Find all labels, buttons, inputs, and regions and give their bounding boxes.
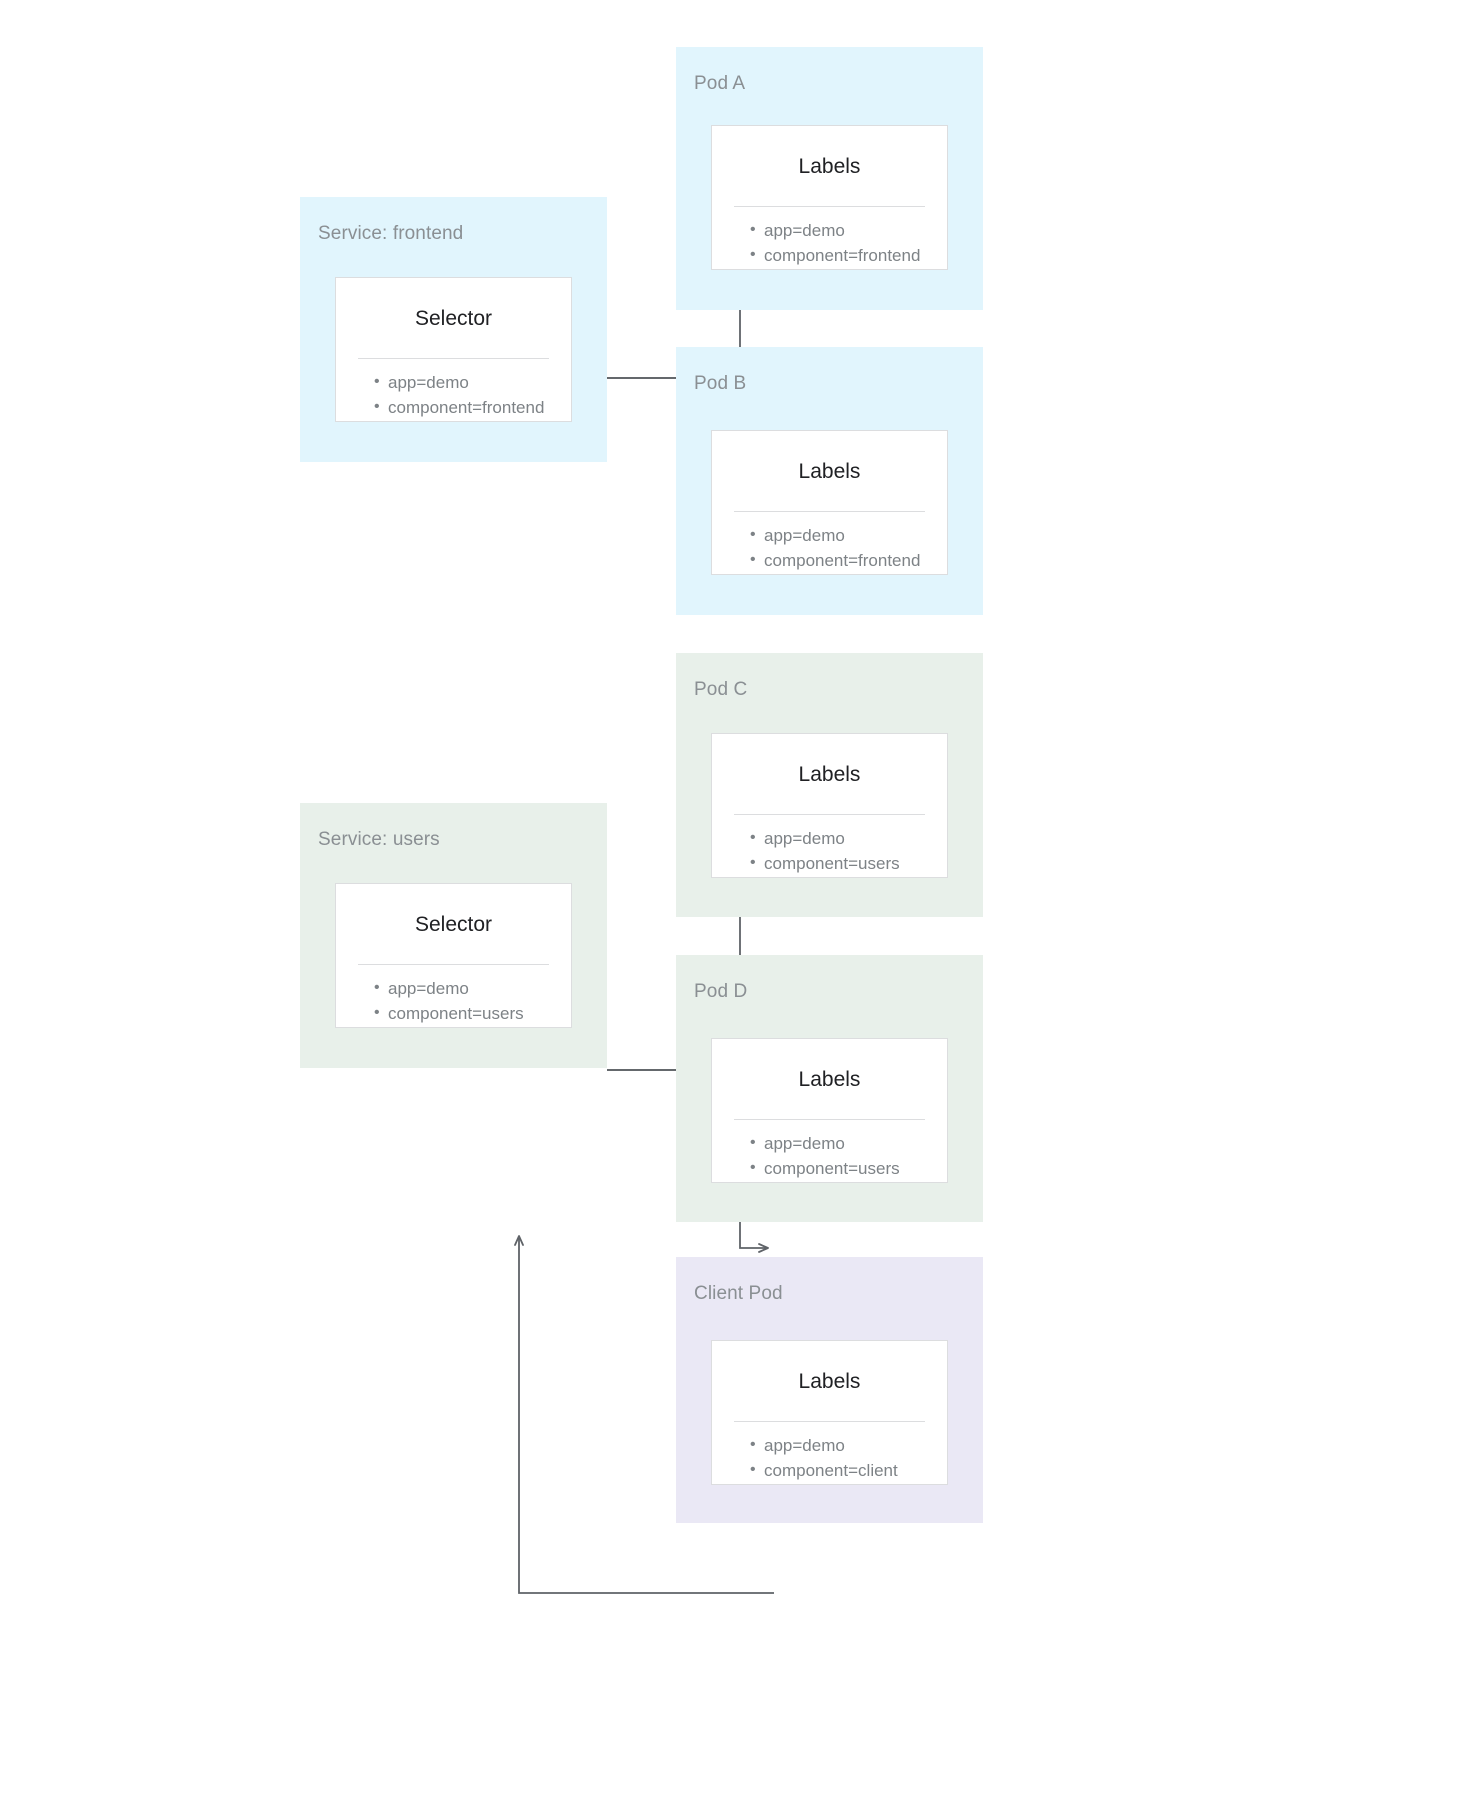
pod-label-list: app=demo component=frontend [712, 207, 947, 268]
list-item: app=demo [712, 825, 947, 851]
pod-c-labels-card[interactable]: Labels app=demo component=users [711, 733, 948, 878]
list-item: app=demo [712, 522, 947, 548]
list-item: app=demo [712, 1432, 947, 1458]
pod-b-labels-card[interactable]: Labels app=demo component=frontend [711, 430, 948, 575]
pod-label-list: app=demo component=frontend [712, 512, 947, 573]
pod-c-title: Pod C [694, 679, 748, 700]
list-item: app=demo [712, 217, 947, 243]
list-item: component=frontend [336, 394, 571, 420]
pod-a-title: Pod A [694, 73, 746, 94]
card-divider [734, 1119, 925, 1121]
list-item: app=demo [336, 975, 571, 1001]
card-divider [358, 358, 549, 360]
list-item: component=users [712, 850, 947, 876]
list-item: component=frontend [712, 547, 947, 573]
service-users-group[interactable]: Service: users Selector app=demo compone… [300, 803, 607, 1068]
pod-c-group[interactable]: Pod C Labels app=demo component=users [676, 653, 983, 917]
selector-label-list: app=demo component=users [336, 965, 571, 1026]
pod-d-group[interactable]: Pod D Labels app=demo component=users [676, 955, 983, 1222]
service-users-selector-card[interactable]: Selector app=demo component=users [335, 883, 572, 1028]
pod-a-labels-card[interactable]: Labels app=demo component=frontend [711, 125, 948, 270]
pod-a-group[interactable]: Pod A Labels app=demo component=frontend [676, 47, 983, 310]
service-frontend-group[interactable]: Service: frontend Selector app=demo comp… [300, 197, 607, 462]
labels-card-heading: Labels [798, 1068, 861, 1091]
list-item: app=demo [712, 1130, 947, 1156]
list-item: component=users [712, 1155, 947, 1181]
client-pod-labels-card[interactable]: Labels app=demo component=client [711, 1340, 948, 1485]
pod-label-list: app=demo component=client [712, 1422, 947, 1483]
selector-label-list: app=demo component=frontend [336, 359, 571, 420]
labels-card-heading: Labels [798, 155, 861, 178]
service-frontend-title: Service: frontend [318, 223, 464, 244]
list-item: component=users [336, 1000, 571, 1026]
selector-card-heading: Selector [414, 307, 493, 330]
pod-d-labels-card[interactable]: Labels app=demo component=users [711, 1038, 948, 1183]
pod-b-group[interactable]: Pod B Labels app=demo component=frontend [676, 347, 983, 615]
card-divider [734, 1421, 925, 1423]
labels-card-heading: Labels [798, 763, 861, 786]
card-divider [734, 206, 925, 208]
list-item: component=client [712, 1457, 947, 1483]
card-divider [734, 814, 925, 816]
card-divider [734, 511, 925, 513]
pod-b-title: Pod B [694, 373, 747, 394]
client-pod-title: Client Pod [694, 1283, 783, 1304]
pod-d-title: Pod D [694, 981, 748, 1002]
client-pod-group[interactable]: Client Pod Labels app=demo component=cli… [676, 1257, 983, 1523]
list-item: component=frontend [712, 242, 947, 268]
service-frontend-selector-card[interactable]: Selector app=demo component=frontend [335, 277, 572, 422]
card-divider [358, 964, 549, 966]
labels-card-heading: Labels [798, 1370, 861, 1393]
list-item: app=demo [336, 369, 571, 395]
service-users-title: Service: users [318, 829, 440, 850]
pod-label-list: app=demo component=users [712, 815, 947, 876]
labels-card-heading: Labels [798, 460, 861, 483]
selector-card-heading: Selector [414, 913, 493, 936]
pod-label-list: app=demo component=users [712, 1120, 947, 1181]
